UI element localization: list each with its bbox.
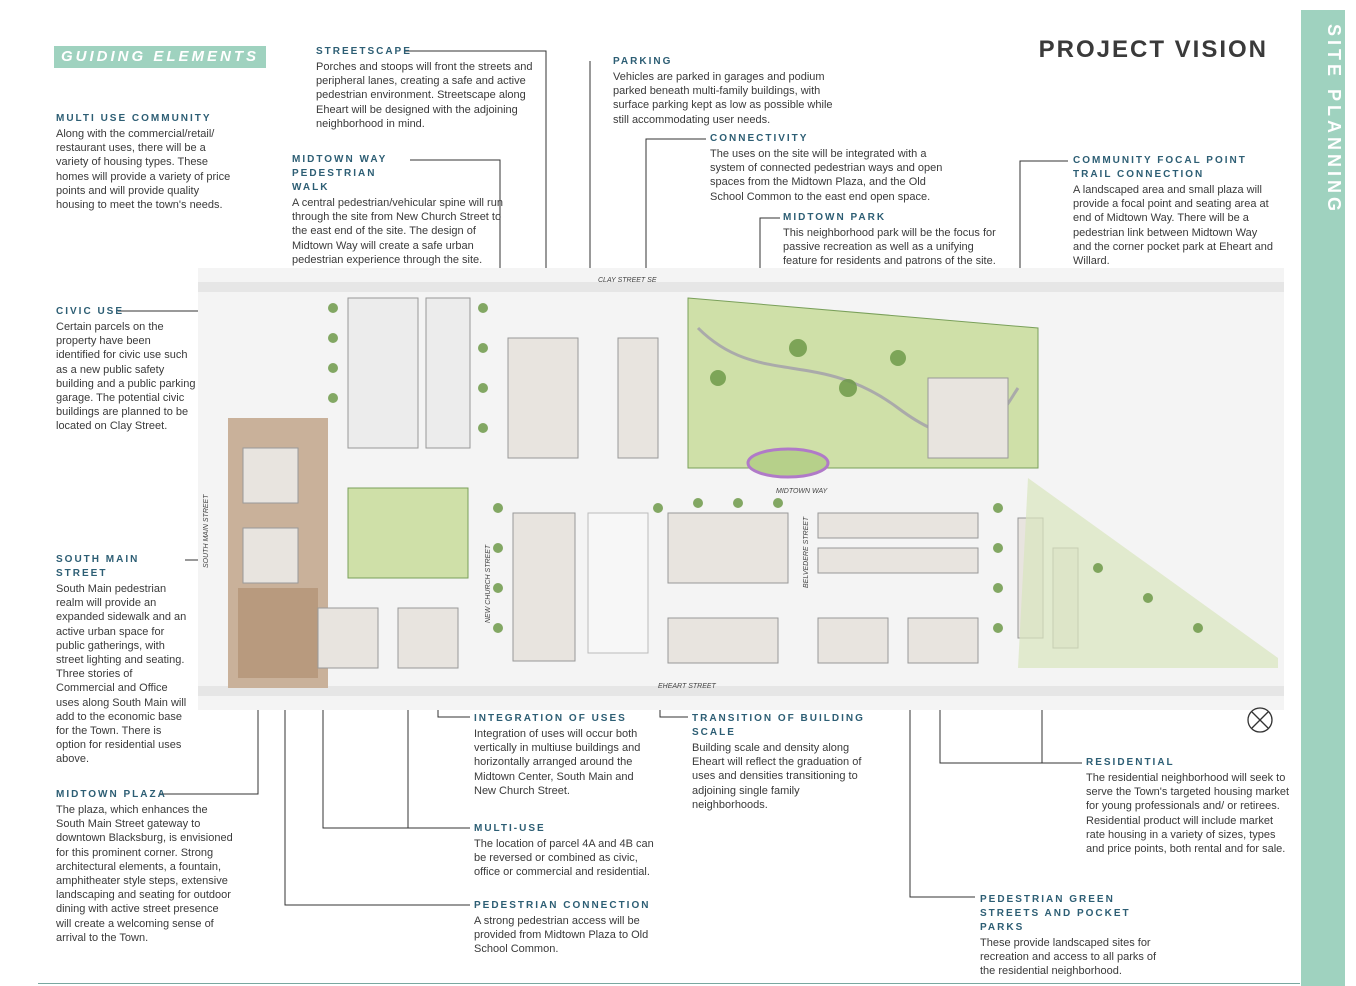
block-parking: PARKING Vehicles are parked in garages a… <box>613 55 843 127</box>
building-park-east <box>927 377 1009 459</box>
building-eheart <box>667 617 779 664</box>
street-eheart: EHEART STREET <box>658 683 717 690</box>
leader-pedconn <box>284 620 470 906</box>
body: The uses on the site will be integrated … <box>710 148 943 203</box>
body: A central pedestrian/vehicular spine wil… <box>292 197 503 266</box>
block-midtown-park: MIDTOWN PARK This neighborhood park will… <box>783 211 1008 269</box>
willard-path <box>1018 478 1278 668</box>
street-south-main: SOUTH MAIN STREET <box>203 494 210 568</box>
block-midtown-plaza: MIDTOWN PLAZA The plaza, which enhances … <box>56 788 236 945</box>
block-multi-use: MULTI-USE The location of parcel 4A and … <box>474 822 664 880</box>
block-connectivity: CONNECTIVITY The uses on the site will b… <box>710 132 960 204</box>
block-multi-use-community: MULTI USE COMMUNITY Along with the comme… <box>56 112 236 212</box>
heading: PEDESTRIAN GREEN STREETS AND POCKET PARK… <box>980 894 1131 933</box>
building-mf-2 <box>617 337 659 459</box>
building-4a <box>317 607 379 669</box>
block-civic-use: CIVIC USE Certain parcels on the propert… <box>56 305 196 434</box>
heading: COMMUNITY FOCAL POINT TRAIL CONNECTION <box>1073 155 1247 180</box>
bottom-rule <box>38 983 1300 984</box>
body: The plaza, which enhances the South Main… <box>56 804 233 944</box>
block-integration: INTEGRATION OF USES Integration of uses … <box>474 712 644 798</box>
building-sm-1 <box>242 447 299 504</box>
street-belvedere: BELVEDERE STREET <box>803 516 810 588</box>
street-new-church: NEW CHURCH STREET <box>485 544 492 623</box>
sidebar-tab: SITE PLANNING <box>1301 10 1345 986</box>
street-midtown-way: MIDTOWN WAY <box>776 488 829 495</box>
body: This neighborhood park will be the focus… <box>783 227 996 268</box>
green-square <box>347 487 469 579</box>
plaza <box>238 588 318 678</box>
heading: MULTI-USE <box>474 823 546 834</box>
body: Porches and stoops will front the street… <box>316 61 533 130</box>
compass-icon <box>1247 707 1273 733</box>
body: A landscaped area and small plaza will p… <box>1073 184 1273 264</box>
sidebar-label: SITE PLANNING <box>1324 24 1344 216</box>
parking-garage <box>512 512 576 662</box>
building-4b <box>397 607 459 669</box>
block-streetscape: STREETSCAPE Porches and stoops will fron… <box>316 45 546 131</box>
block-pedestrian-connection: PEDESTRIAN CONNECTION A strong pedestria… <box>474 899 664 957</box>
building-civic-2 <box>425 297 471 449</box>
body: These provide landscaped sites for recre… <box>980 937 1157 978</box>
heading: PEDESTRIAN CONNECTION <box>474 900 651 911</box>
heading: MIDTOWN PLAZA <box>56 789 167 800</box>
site-plan: CLAY STREET SE SOUTH MAIN STREET NEW CHU… <box>198 268 1284 710</box>
block-transition: TRANSITION OF BUILDING SCALE Building sc… <box>692 712 897 812</box>
heading: MIDTOWN WAY PEDESTRIAN WALK <box>292 154 388 193</box>
heading: CONNECTIVITY <box>710 133 809 144</box>
body: South Main pedestrian realm will provide… <box>56 583 187 766</box>
building-civic-1 <box>347 297 419 449</box>
street-clay: CLAY STREET SE <box>598 277 657 284</box>
block-community-focal: COMMUNITY FOCAL POINT TRAIL CONNECTION A… <box>1073 154 1273 264</box>
heading: MULTI USE COMMUNITY <box>56 113 212 124</box>
heading: MIDTOWN PARK <box>783 212 887 223</box>
body: Certain parcels on the property have bee… <box>56 321 196 433</box>
heading: SOUTH MAIN STREET <box>56 554 140 579</box>
block-south-main: SOUTH MAIN STREET South Main pedestrian … <box>56 553 191 767</box>
heading: TRANSITION OF BUILDING SCALE <box>692 713 865 738</box>
heading: INTEGRATION OF USES <box>474 713 627 724</box>
heading: STREETSCAPE <box>316 46 412 57</box>
page-title: PROJECT VISION <box>1038 36 1268 63</box>
block-midtown-way: MIDTOWN WAY PEDESTRIAN WALK A central pe… <box>292 153 514 267</box>
building-mf-1 <box>507 337 579 459</box>
heading: RESIDENTIAL <box>1086 757 1175 768</box>
body: Integration of uses will occur both vert… <box>474 728 641 797</box>
block-residential: RESIDENTIAL The residential neighborhood… <box>1086 756 1291 856</box>
building-sm-2 <box>242 527 299 584</box>
heading: PARKING <box>613 56 673 67</box>
amphitheater <box>746 447 830 479</box>
surface-parking <box>587 512 649 654</box>
body: Along with the commercial/retail/ restau… <box>56 128 231 212</box>
body: Building scale and density along Eheart … <box>692 742 862 811</box>
body: Vehicles are parked in garages and podiu… <box>613 71 833 126</box>
block-green-streets: PEDESTRIAN GREEN STREETS AND POCKET PARK… <box>980 893 1170 979</box>
heading: CIVIC USE <box>56 306 125 317</box>
guiding-elements-banner: GUIDING ELEMENTS <box>54 46 266 68</box>
leader-multiuse <box>322 640 470 829</box>
body: The residential neighborhood will seek t… <box>1086 772 1290 856</box>
body: The location of parcel 4A and 4B can be … <box>474 838 654 879</box>
leader-midtown-way <box>410 159 501 300</box>
body: A strong pedestrian access will be provi… <box>474 915 649 956</box>
building-center <box>667 512 789 584</box>
